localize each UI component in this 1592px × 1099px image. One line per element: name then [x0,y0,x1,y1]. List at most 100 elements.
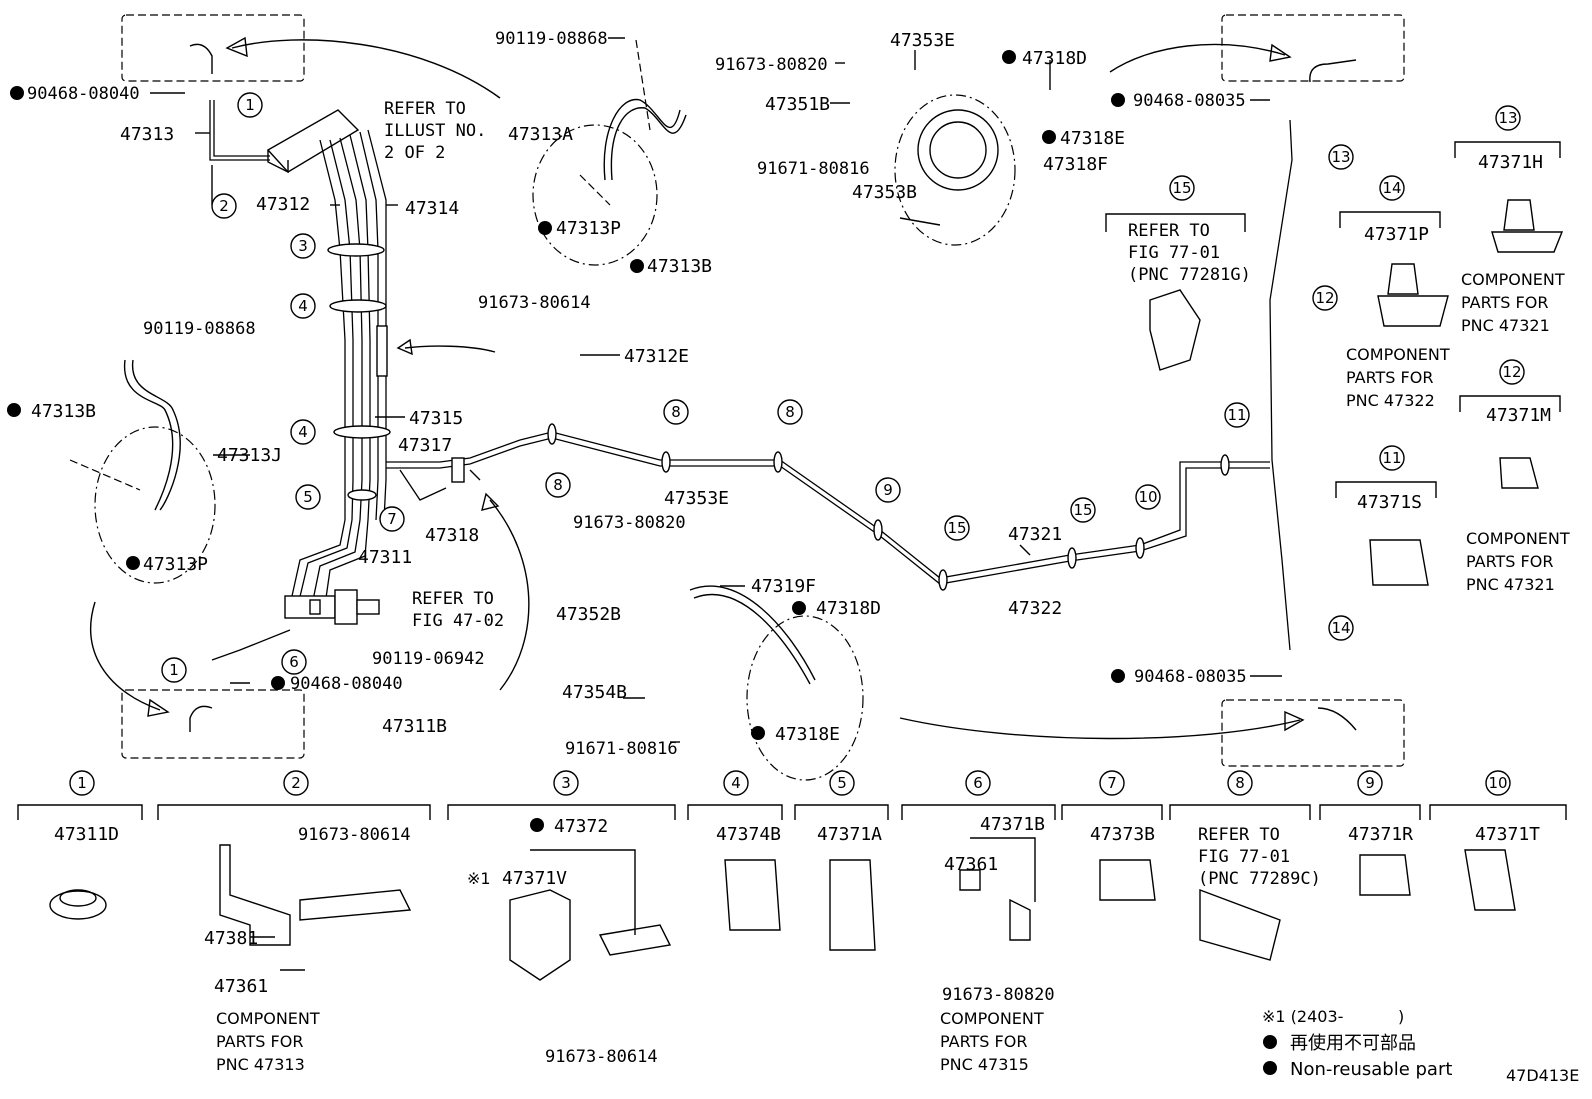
label-47311D: 47311D [54,824,119,845]
label-47371M: 47371M [1486,405,1551,426]
label-90119-08868-b: 90119-08868 [143,319,256,339]
label-90119-08868-a: 90119-08868 [495,29,608,49]
callout-5-b: 5 [837,774,847,792]
callout-8-b: 8 [671,403,681,421]
label-47381: 47381 [204,928,258,949]
label-47311: 47311 [358,547,412,568]
label-91671-80816-a: 91671-80816 [757,159,870,179]
label-47313B: 47313B [647,256,712,277]
label-47371S: 47371S [1357,492,1422,513]
label-90468-08040-a: 90468-08040 [27,84,140,104]
note-47315-2: PARTS FOR [940,1032,1027,1051]
label-47371B: 47371B [980,814,1045,835]
note-47322-1: COMPONENT [1346,345,1450,364]
label-47318E-b: 47318E [775,724,840,745]
note-47313-3: PNC 47313 [216,1055,305,1074]
label-47318: 47318 [425,525,479,546]
callout-12-b: 12 [1502,363,1521,381]
label-47371V: 47371V [502,868,567,889]
label-47318D-b: 47318D [816,598,881,619]
ref-fig7701b-2: FIG 77-01 [1198,847,1290,867]
callout-10-a: 10 [1138,488,1157,506]
label-90119-06942: 90119-06942 [372,649,485,669]
inset-bottom-left [90,601,305,759]
callout-14-b: 14 [1382,179,1401,197]
label-47318D: 47318D [1022,48,1087,69]
callout-12-a: 12 [1315,289,1334,307]
label-47372: 47372 [554,816,608,837]
callout-8-d: 8 [1235,774,1245,792]
clip-47371P [1377,263,1449,327]
callout-13-a: 13 [1331,148,1350,166]
callout-8-c: 8 [785,403,795,421]
label-91673-80614-c: 91673-80614 [545,1047,658,1067]
inset-top-left [121,14,501,99]
brake-tube-bundle [209,100,1293,691]
callout-2-a: 2 [219,197,229,215]
callout-9-b: 9 [1365,774,1375,792]
bottom-brackets [17,141,1567,935]
label-47373B: 47373B [1090,824,1155,845]
callout-5-a: 5 [303,488,313,506]
note-47321b-1: COMPONENT [1466,529,1570,548]
label-47313B-b: 47313B [31,401,96,422]
callout-3-b: 3 [561,774,571,792]
ref-fig7701b-1: REFER TO [1198,825,1280,845]
part-labels: 90468-08040 47313 47312 47314 90119-0886… [27,29,1551,1067]
label-91673-80820-b: 91673-80820 [573,513,686,533]
label-47313A: 47313A [508,124,573,145]
callout-circles: 1 2 3 4 4 5 7 6 1 8 8 8 9 15 15 10 11 13… [69,92,1525,796]
component-notes: COMPONENT PARTS FOR PNC 47321 COMPONENT … [216,270,1570,1074]
label-47311B: 47311B [382,716,447,737]
label-47318E: 47318E [1060,128,1125,149]
label-47354B: 47354B [562,682,627,703]
label-47312E: 47312E [624,346,689,367]
note-47321b-3: PNC 47321 [1466,575,1555,594]
callout-1-top: 1 [245,96,255,114]
legend-jp: 再使用不可部品 [1290,1033,1416,1054]
nonreusable-dots [7,50,1277,1075]
note-47321b-2: PARTS FOR [1466,552,1553,571]
callout-4-c: 4 [731,774,741,792]
callout-2-b: 2 [291,774,301,792]
label-47315: 47315 [409,408,463,429]
clip-77281G [1149,289,1201,371]
label-91673-80820-c: 91673-80820 [942,985,1055,1005]
legend-star-note: ※1 (2403- [1262,1007,1343,1026]
clip-47371H [1491,199,1564,253]
callout-6-a: 6 [289,653,299,671]
label-47353E-b: 47353E [664,488,729,509]
ref-fig4702-1: REFER TO [412,589,494,609]
label-47353E: 47353E [890,30,955,51]
ref-fig7701a-1: REFER TO [1128,221,1210,241]
label-47371R: 47371R [1348,824,1413,845]
label-47371P: 47371P [1364,224,1429,245]
label-47371H: 47371H [1478,152,1543,173]
clip-47371S [1369,539,1429,586]
detail-booster-47318F [894,94,1016,246]
label-47313P: 47313P [556,218,621,239]
label-47313J: 47313J [217,445,282,466]
note-47321a-3: PNC 47321 [1461,316,1550,335]
note-47322-3: PNC 47322 [1346,391,1435,410]
label-47312: 47312 [256,194,310,215]
label-47351B: 47351B [765,94,830,115]
note-47313-2: PARTS FOR [216,1032,303,1051]
label-47352B: 47352B [556,604,621,625]
callout-15-b: 15 [1073,501,1092,519]
ref-illust-2: ILLUST NO. [384,121,486,141]
label-47317: 47317 [398,435,452,456]
label-47314: 47314 [405,198,459,219]
label-47371T: 47371T [1475,824,1540,845]
note-47313-1: COMPONENT [216,1009,320,1028]
ref-fig4702-2: FIG 47-02 [412,611,504,631]
note-47321a-1: COMPONENT [1461,270,1565,289]
label-47313P-b: 47313P [143,554,208,575]
callout-6-b: 6 [973,774,983,792]
detail-hose-47319F [689,585,864,781]
label-47353B: 47353B [852,182,917,203]
label-47313: 47313 [120,124,174,145]
legend: ※1 (2403- ) 再使用不可部品 Non-reusable part 47… [1262,1007,1579,1085]
note-47321a-2: PARTS FOR [1461,293,1548,312]
